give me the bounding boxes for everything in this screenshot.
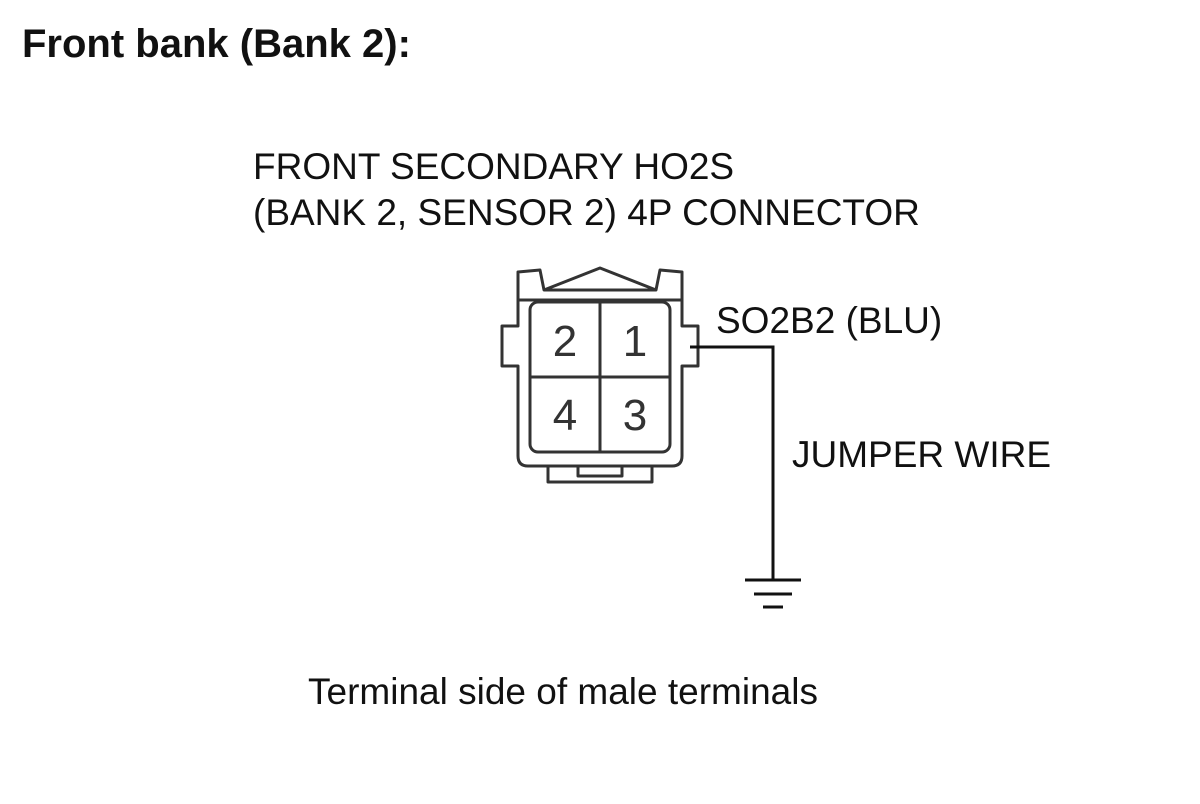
wire-label-so2b2: SO2B2 (BLU) [716,300,943,341]
ground-symbol [745,578,801,609]
connector-label-line1: FRONT SECONDARY HO2S [253,146,735,187]
connector-top-latch [516,266,684,300]
footer-caption: Terminal side of male terminals [308,671,818,712]
connector-label-line2: (BANK 2, SENSOR 2) 4P CONNECTOR [253,192,920,233]
page-title: Front bank (Bank 2): [22,22,411,66]
connector-4p [500,266,700,484]
jumper-wire [690,345,775,580]
pin-1-label: 1 [623,317,647,366]
jumper-wire-label: JUMPER WIRE [792,434,1051,475]
connector-bottom-key [546,466,654,484]
pin-2-label: 2 [553,317,577,366]
pin-4-label: 4 [553,391,577,440]
pin-3-label: 3 [623,391,647,440]
connector-label: FRONT SECONDARY HO2S (BANK 2, SENSOR 2) … [253,144,920,236]
connector-body [500,298,700,468]
